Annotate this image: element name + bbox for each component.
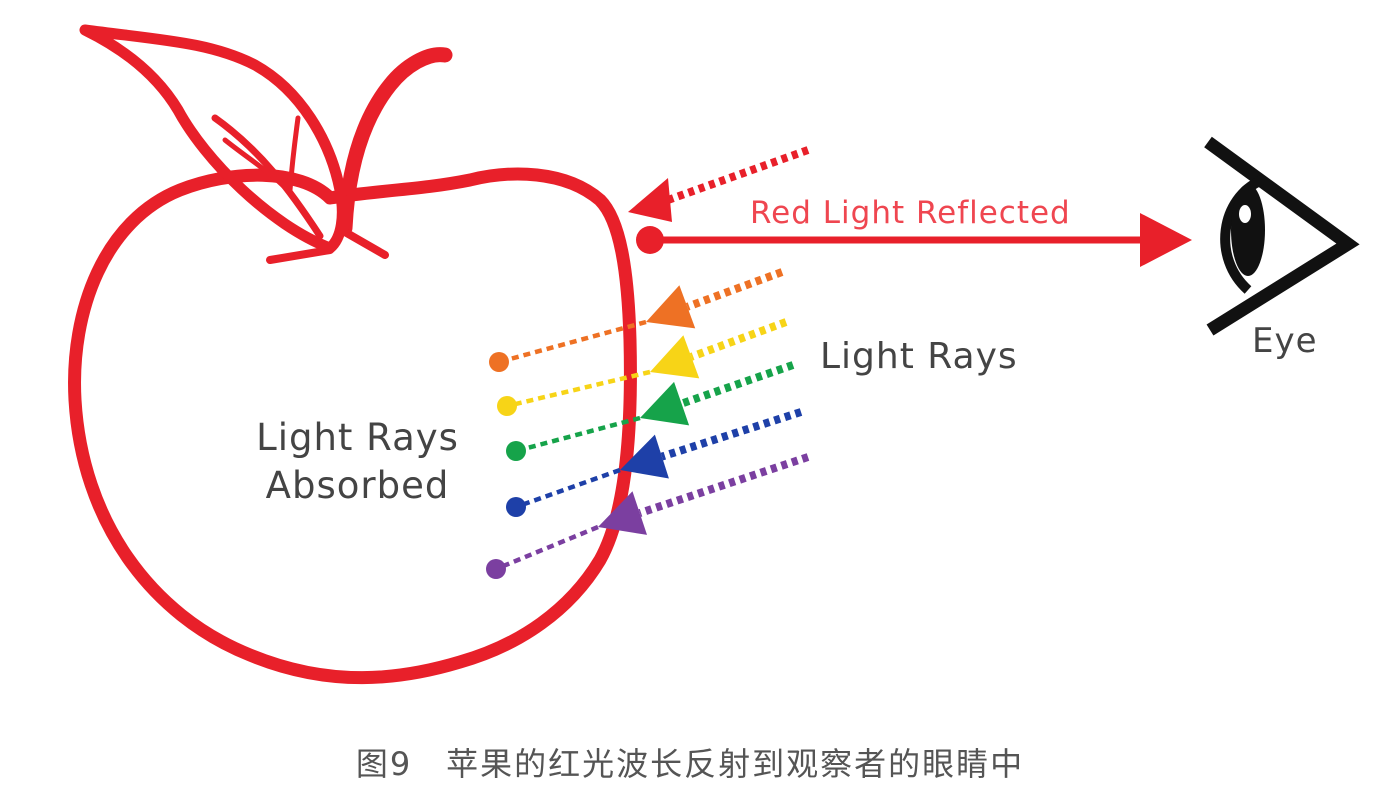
ray-green-arrowhead <box>640 381 690 426</box>
absorbed-label-line1: Light Rays <box>256 416 459 459</box>
ray-green-incoming <box>680 361 795 408</box>
absorbed-label: Light Rays Absorbed <box>240 414 475 510</box>
ray-blue-incoming <box>660 408 803 461</box>
ray-purple-arrowhead <box>598 491 648 535</box>
reflected-ray <box>628 146 1192 267</box>
ray-yellow-arrowhead <box>650 335 700 379</box>
ray-blue-end-dot <box>506 497 526 517</box>
absorbed-label-line2: Absorbed <box>265 464 450 507</box>
eye-label: Eye <box>1252 321 1318 361</box>
ray-orange-end-dot <box>489 352 509 372</box>
eye-lids <box>1204 136 1360 336</box>
ray-blue-arrowhead <box>620 434 669 479</box>
ray-green-end-dot <box>506 441 526 461</box>
ray-yellow-end-dot <box>497 396 517 416</box>
reflected-label: Red Light Reflected <box>750 195 1071 231</box>
figure-caption: 图9 苹果的红光波长反射到观察者的眼睛中 <box>355 745 1025 783</box>
ray-yellow-incoming <box>689 318 788 361</box>
reflected-ray-arrowhead <box>1140 213 1192 267</box>
reflected-ray-origin-dot <box>636 226 664 254</box>
apple-stem <box>337 47 453 236</box>
leaf-vein-branch-2 <box>287 115 301 193</box>
ray-orange-incoming <box>685 268 784 311</box>
ray-purple-incoming <box>638 453 810 517</box>
stem-base <box>266 228 389 264</box>
ray-green-absorbed-path <box>515 415 641 454</box>
ray-orange-arrowhead <box>646 285 696 329</box>
apple-leaf <box>79 24 348 254</box>
light-rays <box>486 268 810 579</box>
incoming-rays-label: Light Rays <box>820 336 1018 377</box>
leaf-vein-branch-1 <box>222 137 295 198</box>
eye-iris <box>1231 184 1265 276</box>
apple-icon <box>68 24 637 685</box>
ray-purple-absorbed-path <box>495 524 599 572</box>
eye-icon <box>1204 136 1360 336</box>
ray-orange-absorbed-path <box>498 319 647 365</box>
ray-purple-end-dot <box>486 559 506 579</box>
incoming-red-arrowhead <box>628 178 672 222</box>
incoming-red-ray <box>666 146 810 204</box>
apple-body <box>68 167 637 685</box>
leaf-vein <box>211 114 324 240</box>
eye-highlight <box>1239 205 1251 223</box>
ray-blue-absorbed-path <box>515 467 621 510</box>
ray-yellow-absorbed-path <box>506 369 651 409</box>
